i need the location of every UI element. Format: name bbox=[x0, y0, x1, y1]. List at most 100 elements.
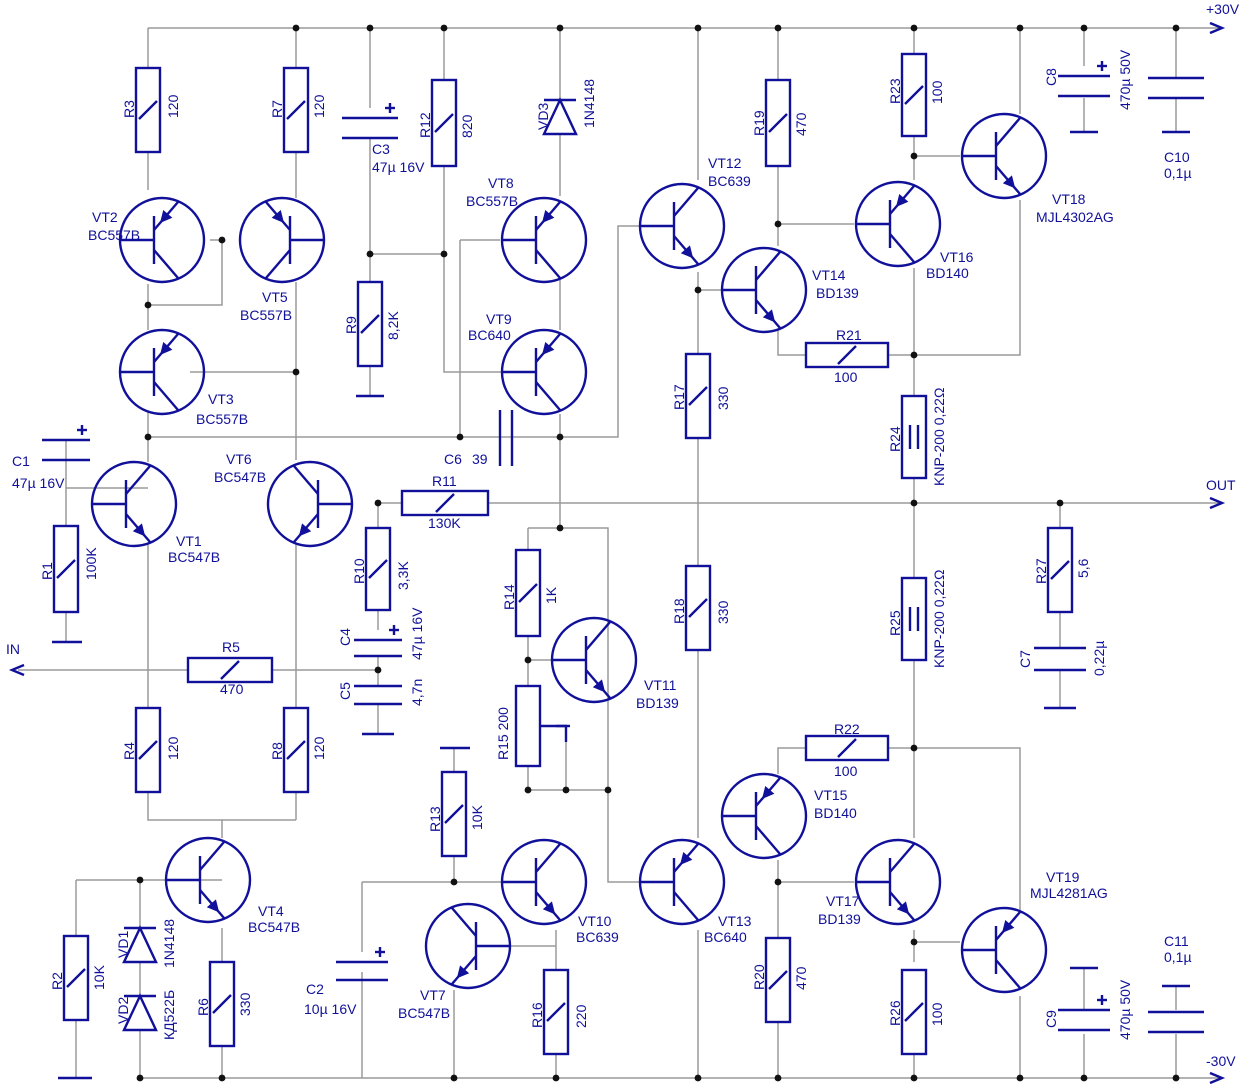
vt18-transistor-icon bbox=[960, 112, 1048, 200]
junction-dot bbox=[1056, 499, 1064, 507]
r14-resistor bbox=[514, 548, 542, 638]
vt13-transistor-icon bbox=[638, 838, 726, 926]
junction-dot bbox=[556, 433, 564, 441]
c10-value-label: 0,1µ bbox=[1164, 165, 1192, 181]
junction-dot bbox=[694, 1074, 702, 1082]
r24-shunt-resistor bbox=[900, 394, 928, 480]
junction-dot bbox=[144, 433, 152, 441]
vt9-value-label: BC640 bbox=[468, 327, 511, 343]
r21-resistor bbox=[804, 341, 890, 369]
r14-value-label: 1K bbox=[543, 586, 559, 604]
vt19-ref-label: VT19 bbox=[1046, 869, 1080, 885]
r10-ref-label: R10 bbox=[351, 558, 367, 584]
c2-capacitor bbox=[336, 947, 388, 982]
r11-ref-label: R11 bbox=[432, 473, 457, 489]
junction-dot bbox=[374, 499, 382, 507]
junction-dot bbox=[524, 656, 532, 664]
vt5-ref-label: VT5 bbox=[262, 289, 288, 305]
r2-value-label: 10K bbox=[91, 964, 107, 990]
vd2-diode-icon bbox=[122, 993, 158, 1032]
vt3-value-label: BC557B bbox=[196, 411, 248, 427]
r6-resistor bbox=[208, 960, 236, 1048]
vt7-ref-label: VT7 bbox=[420, 987, 446, 1003]
c7-value-label: 0,22µ bbox=[1091, 641, 1107, 676]
junction-dot bbox=[1172, 1074, 1180, 1082]
vt14-ref-label: VT14 bbox=[812, 267, 846, 283]
vt3-transistor-icon bbox=[118, 328, 206, 416]
vt4-transistor-icon bbox=[164, 836, 252, 924]
vt6-transistor-icon bbox=[266, 460, 354, 548]
c2-value-label: 10µ 16V bbox=[304, 1001, 357, 1017]
junction-dot bbox=[292, 24, 300, 32]
junction-dot bbox=[562, 786, 570, 794]
vt9-transistor-icon bbox=[500, 328, 588, 416]
junction-dot bbox=[910, 24, 918, 32]
junction-dot bbox=[552, 1074, 560, 1082]
r19-resistor bbox=[764, 78, 792, 168]
r26-value-label: 100 bbox=[929, 1002, 945, 1026]
r21-value-label: 100 bbox=[834, 369, 858, 385]
r11-value-label: 130K bbox=[428, 515, 461, 531]
r6-value-label: 330 bbox=[237, 992, 253, 1016]
c4-value-label: 47µ 16V bbox=[409, 607, 425, 660]
r23-value-label: 100 bbox=[929, 80, 945, 104]
r14-ref-label: R14 bbox=[501, 584, 517, 610]
vt2-ref-label: VT2 bbox=[92, 209, 118, 225]
r21-ref-label: R21 bbox=[836, 327, 862, 343]
vt3-ref-label: VT3 bbox=[208, 391, 234, 407]
r17-ref-label: R17 bbox=[671, 384, 687, 410]
wires bbox=[18, 27, 1220, 1079]
vt15-transistor-icon bbox=[720, 772, 808, 860]
r20-resistor bbox=[764, 936, 792, 1024]
vd1-value-label: 1N4148 bbox=[161, 919, 177, 968]
vt8-transistor-icon bbox=[500, 196, 588, 284]
vt6-value-label: BC547B bbox=[214, 469, 266, 485]
junction-dot bbox=[136, 1074, 144, 1082]
junction-dot bbox=[694, 24, 702, 32]
r4-ref-label: R4 bbox=[121, 742, 137, 760]
vt5-transistor-icon bbox=[238, 196, 326, 284]
junction-dot bbox=[440, 24, 448, 32]
minus-rail-label: -30V bbox=[1206, 1053, 1236, 1069]
vt15-value-label: BD140 bbox=[814, 805, 857, 821]
vt17-transistor-icon bbox=[854, 838, 942, 926]
r9-resistor bbox=[356, 280, 384, 368]
junction-dot bbox=[1016, 24, 1024, 32]
junction-dot bbox=[694, 286, 702, 294]
r2-resistor bbox=[62, 934, 90, 1022]
r17-resistor bbox=[684, 352, 712, 440]
vt6-ref-label: VT6 bbox=[226, 451, 252, 467]
c3-capacitor bbox=[342, 103, 398, 140]
junction-dot bbox=[910, 938, 918, 946]
vt11-ref-label: VT11 bbox=[644, 677, 677, 693]
r19-ref-label: R19 bbox=[751, 110, 767, 136]
vt15-ref-label: VT15 bbox=[814, 787, 848, 803]
junction-dot bbox=[1016, 1074, 1024, 1082]
vt18-value-label: MJL4302AG bbox=[1036, 209, 1114, 225]
r26-ref-label: R26 bbox=[887, 1000, 903, 1026]
plus-rail-label: +30V bbox=[1206, 1, 1240, 17]
r18-value-label: 330 bbox=[715, 600, 731, 624]
c2-ref-label: C2 bbox=[306, 981, 324, 997]
r25-value-label: KNP-200 0,22Ω bbox=[931, 570, 947, 668]
r23-resistor bbox=[900, 52, 928, 138]
vt10-transistor-icon bbox=[500, 838, 588, 926]
r4-resistor bbox=[134, 706, 162, 794]
r1-resistor bbox=[52, 524, 80, 614]
c6-capacitor bbox=[498, 410, 514, 466]
c11-ref-label: C11 bbox=[1164, 933, 1189, 949]
vt12-ref-label: VT12 bbox=[708, 155, 742, 171]
junction-dot bbox=[292, 368, 300, 376]
vt1-ref-label: VT1 bbox=[176, 533, 202, 549]
vt12-value-label: BC639 bbox=[708, 173, 751, 189]
r20-value-label: 470 bbox=[793, 966, 809, 990]
vt16-transistor-icon bbox=[854, 180, 942, 268]
r13-value-label: 10K bbox=[469, 804, 485, 830]
junction-dot bbox=[774, 878, 782, 886]
c11-value-label: 0,1µ bbox=[1164, 949, 1192, 965]
r5-value-label: 470 bbox=[220, 681, 244, 697]
c5-ref-label: C5 bbox=[337, 682, 353, 700]
vt7-transistor-icon bbox=[424, 902, 512, 990]
vt2-value-label: BC557B bbox=[88, 227, 140, 243]
